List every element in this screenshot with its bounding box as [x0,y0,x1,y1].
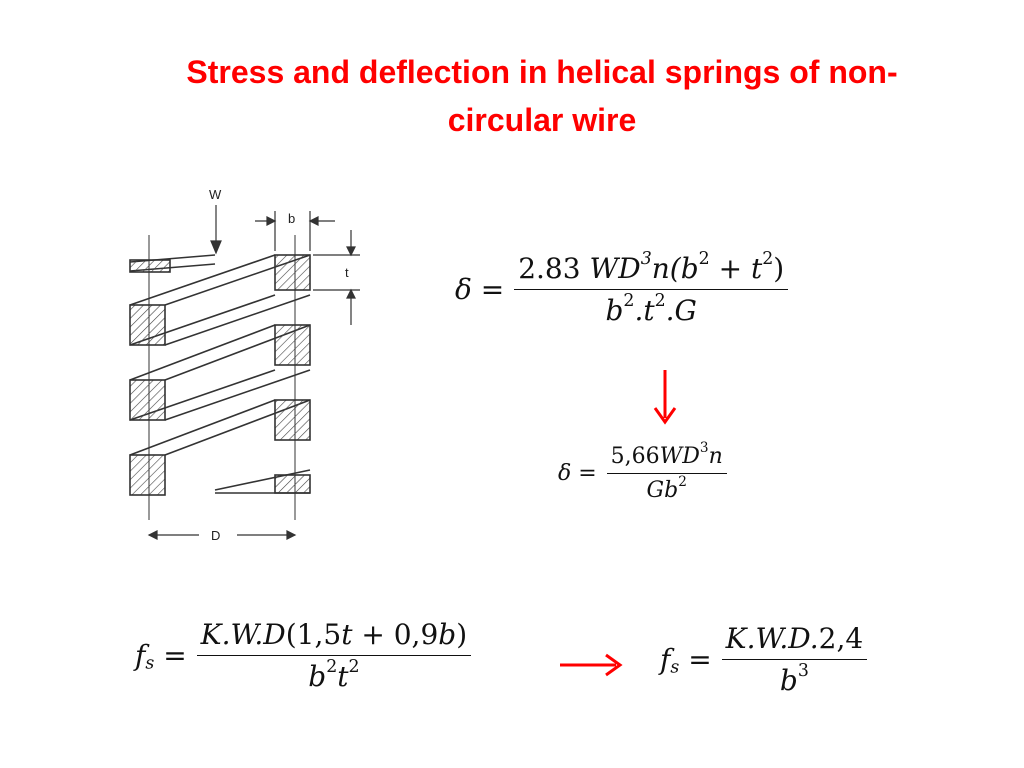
coefficient: 0,9 [393,618,439,651]
fraction: K.W.D.2,4 b3 [721,622,868,697]
thickness-label: t [345,265,349,280]
equals-sign: = [154,639,187,672]
deflection-equation: δ = 2.83 WD3n(b2 + t2) b2.t2.G [455,249,789,327]
lhs-symbol: f [135,639,146,672]
equation-lhs: fs = [135,639,187,672]
coefficient: 2.83 [518,252,581,285]
right-arrow [560,653,623,677]
numerator: 2.83 WD3n(b2 + t2) [514,249,788,289]
fraction: 5,66WD3n Gb2 [606,441,727,503]
shear-stress-equation: fs = K.W.D(1,5t + 0,9b) b2t2 [135,618,472,693]
num-term: WD [659,444,700,469]
width-dimension [255,211,335,251]
spring-diagram: W b t D [129,187,360,543]
slide-title: Stress and deflection in helical springs… [60,48,1024,144]
exponent: 2 [348,657,360,678]
num-term: WD [589,252,641,285]
den-term: t [337,660,349,693]
num-term: K.W.D [200,618,286,651]
simplified-deflection-equation: δ = 5,66WD3n Gb2 [558,441,727,503]
width-label: b [288,211,295,226]
wire-sections [129,254,311,496]
exponent: 3 [699,440,709,457]
exponent: 2 [654,291,666,312]
coefficient: 5,66 [610,444,660,469]
load-label: W [209,187,222,202]
denominator: b2.t2.G [514,289,789,327]
equals-sign: = [679,643,712,676]
wire-section [274,324,311,366]
plus-sign: + [352,618,394,651]
exponent: 2 [698,249,710,270]
wire-section [274,254,311,291]
subscript: s [145,653,155,674]
fraction: K.W.D(1,5t + 0,9b) b2t2 [196,618,472,693]
exponent: 2 [326,657,338,678]
load-arrow [210,205,222,255]
equation-lhs: δ = [558,461,597,486]
paren: ) [773,252,785,285]
den-term: Gb [646,478,679,503]
wire-section [129,304,166,346]
num-term: K.W.D. [725,622,819,655]
paren: ( [285,618,297,651]
exponent: 2 [623,291,635,312]
numerator: 5,66WD3n [607,441,727,473]
den-term: .G [665,294,697,327]
fraction: 2.83 WD3n(b2 + t2) b2.t2.G [514,249,789,327]
exponent: 3 [797,661,809,682]
den-term: b [308,660,327,693]
wire-section [129,379,166,421]
equation-lhs: fs = [660,643,712,676]
wire-section [129,454,166,496]
coefficient: 1,5 [296,618,342,651]
coefficient: 2,4 [818,622,864,655]
den-term: b [779,664,798,697]
wire-section [274,474,311,494]
wire-section [129,259,171,273]
equation-lhs: δ = [455,273,505,306]
exponent: 2 [762,249,774,270]
paren: ) [456,618,468,651]
numerator: K.W.D.2,4 [722,622,868,659]
num-term: n(b [651,252,699,285]
den-term: .t [634,294,655,327]
num-term: t [341,618,353,651]
denominator: Gb2 [606,473,727,503]
thickness-dimension [313,230,360,325]
diameter-label: D [211,528,220,543]
wire-section [274,399,311,441]
den-term: b [605,294,624,327]
num-term: b [438,618,457,651]
exponent: 2 [678,474,687,491]
num-term: n [708,444,723,469]
diameter-dimension [147,530,297,540]
lhs-symbol: f [660,643,671,676]
down-arrow [653,370,677,425]
title-line-2: circular wire [447,102,637,138]
numerator: K.W.D(1,5t + 0,9b) [197,618,471,655]
exponent: 3 [640,249,652,270]
denominator: b2t2 [196,655,472,693]
subscript: s [670,657,680,678]
denominator: b3 [721,659,868,697]
num-term: + t [709,252,763,285]
simplified-stress-equation: fs = K.W.D.2,4 b3 [660,622,868,697]
title-line-1: Stress and deflection in helical springs… [186,54,898,90]
